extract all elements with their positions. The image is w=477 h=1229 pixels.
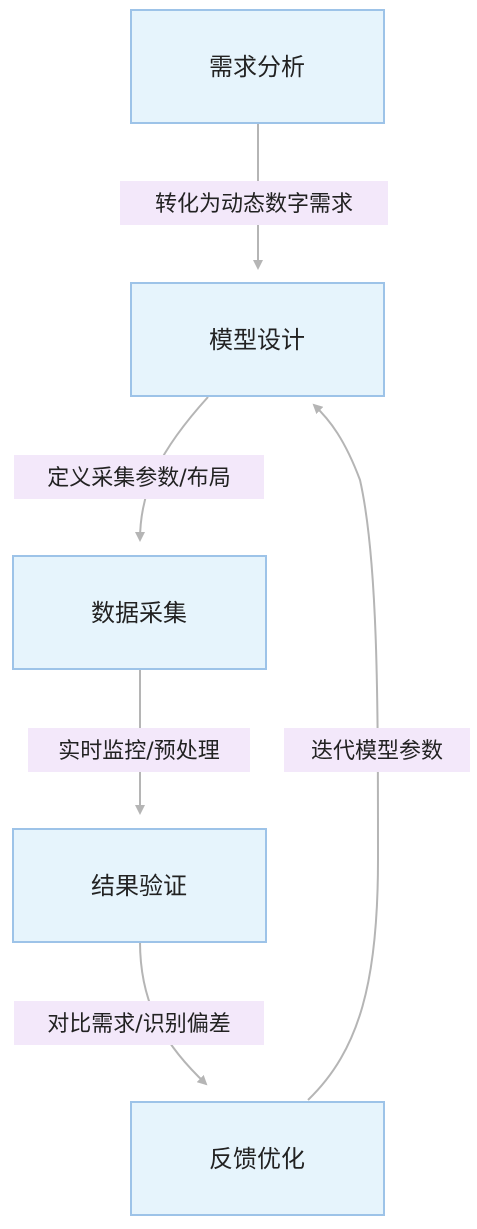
node-feedback: 反馈优化 [130,1101,385,1216]
edge-label-result-to-feedback: 对比需求/识别偏差 [14,1001,264,1045]
edge-label-text: 定义采集参数/布局 [47,466,230,491]
node-label: 结果验证 [91,872,187,900]
node-label: 模型设计 [209,326,305,354]
node-label: 反馈优化 [209,1145,305,1173]
edge-label-model-to-data: 定义采集参数/布局 [14,455,264,499]
edge-label-req-to-model: 转化为动态数字需求 [120,181,388,225]
edge-label-text: 转化为动态数字需求 [155,192,353,217]
edge-label-feedback-to-model: 迭代模型参数 [284,728,470,772]
edge-label-text: 实时监控/预处理 [58,739,219,764]
edge-label-text: 迭代模型参数 [311,739,443,764]
edge-label-data-to-result: 实时监控/预处理 [28,728,250,772]
node-result-validation: 结果验证 [12,828,267,943]
node-data-collection: 数据采集 [12,555,267,670]
node-model-design: 模型设计 [130,282,385,397]
edge-feedback-to-model [307,403,380,1101]
node-requirements: 需求分析 [130,9,385,124]
edge-label-text: 对比需求/识别偏差 [47,1012,230,1037]
node-label: 需求分析 [209,53,305,81]
node-label: 数据采集 [91,599,187,627]
